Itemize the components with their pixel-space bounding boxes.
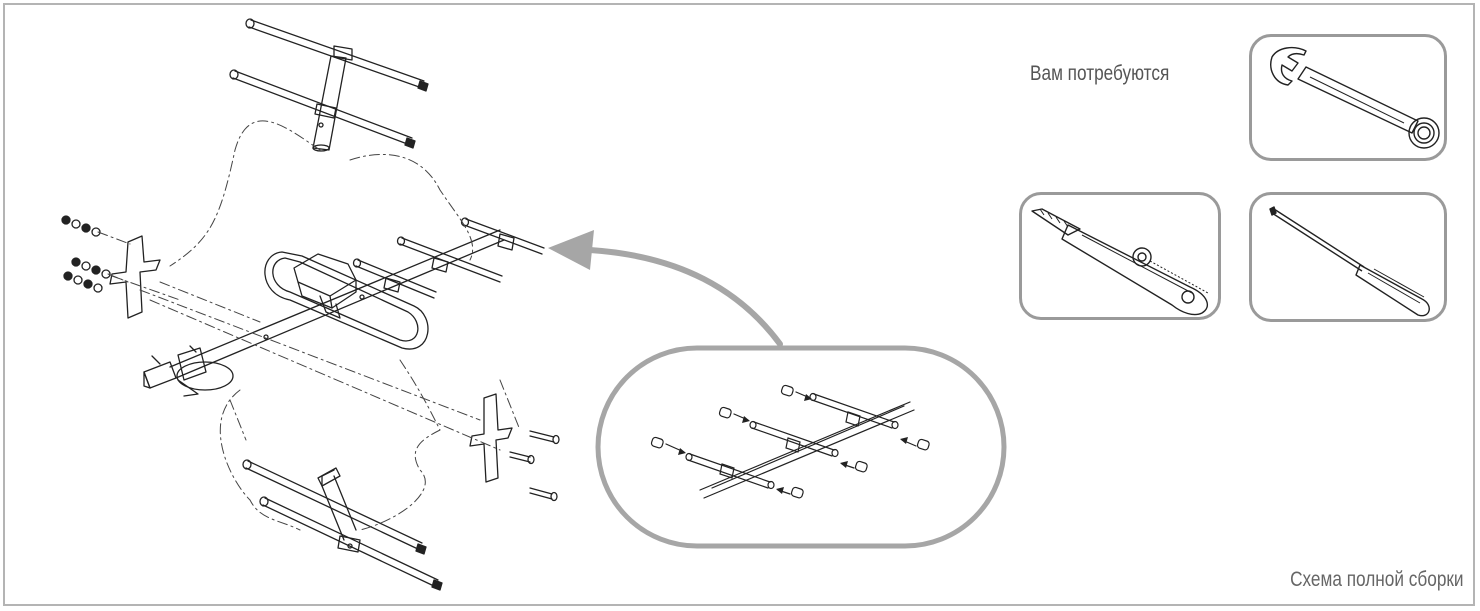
screwdriver-tool-box [1249,192,1447,322]
screwdriver-icon [1269,206,1430,317]
wrench-tool-box [1249,34,1447,161]
bottom-reflector-assembly [242,459,443,591]
right-mount-plate [469,393,513,483]
callout-arrowhead [548,230,594,270]
detail-callout [595,345,1007,549]
diagram-caption: Схема полной сборки [1290,568,1464,591]
utility-knife-icon [1031,208,1209,316]
tools-heading: Вам потребуются [1030,62,1170,85]
antenna-boom [143,229,505,397]
director-elements [352,217,545,299]
bolts [509,430,560,502]
knife-tool-box [1019,192,1221,320]
assembly-guide-lines [97,120,521,531]
detail-arrowheads [678,394,908,494]
wrench-icon [1270,46,1440,149]
detail-boom-drawing [650,384,930,499]
callout-arrow [587,247,783,347]
left-mount-plate [109,235,161,319]
active-dipole [264,251,429,350]
nuts-washers [61,215,111,293]
top-reflector-assembly [229,18,429,152]
